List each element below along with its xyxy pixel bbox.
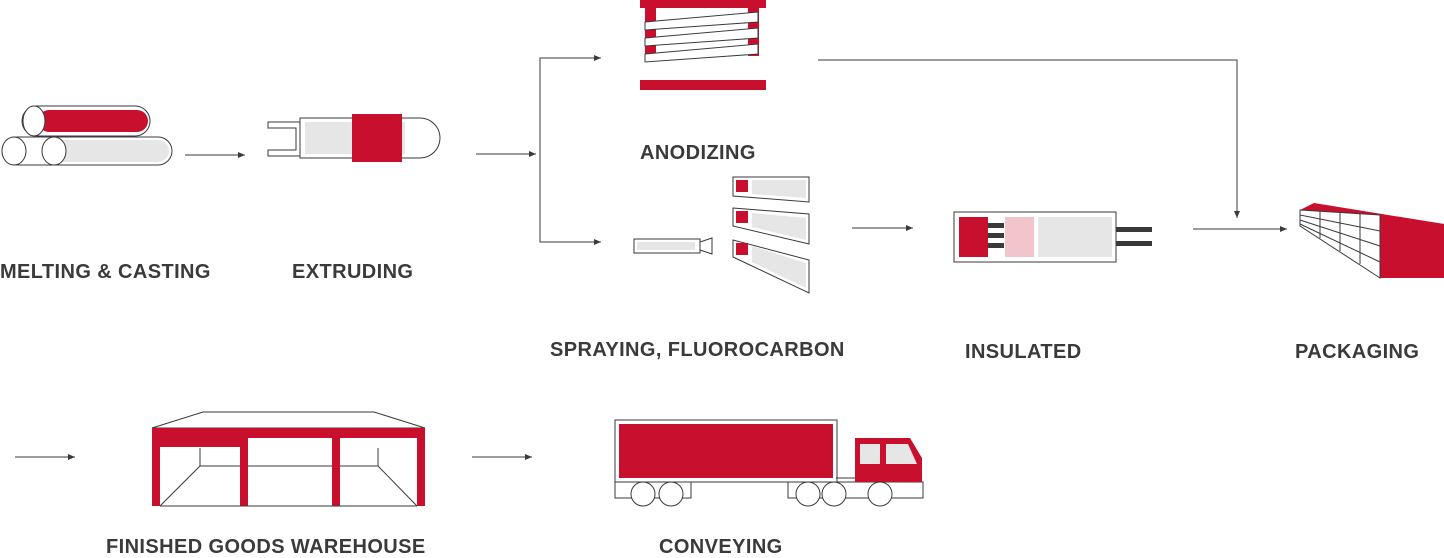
branch-to-anodizing: [539, 55, 601, 154]
truck-icon: [614, 419, 924, 507]
branch-to-spraying: [539, 154, 601, 245]
packaging-icon: [1299, 203, 1444, 279]
insulated-icon: [953, 211, 1152, 263]
arrow-anodizing-to-packaging: [818, 59, 1240, 218]
step-label-warehouse: FINISHED GOODS WAREHOUSE: [106, 536, 426, 558]
anodizing-icon: [640, 0, 766, 90]
melting-casting-icon: [1, 105, 173, 166]
step-label-anodizing: ANODIZING: [640, 142, 756, 164]
warehouse-icon: [151, 411, 426, 507]
step-label-spraying: SPRAYING, FLUOROCARBON: [550, 339, 845, 361]
extruding-icon: [267, 114, 441, 162]
step-label-melting-casting: MELTING & CASTING: [0, 261, 211, 283]
step-label-extruding: EXTRUDING: [292, 261, 413, 283]
step-label-packaging: PACKAGING: [1295, 341, 1419, 363]
step-label-insulated: INSULATED: [965, 341, 1082, 363]
step-label-conveying: CONVEYING: [659, 536, 783, 558]
spraying-icon: [633, 176, 810, 294]
